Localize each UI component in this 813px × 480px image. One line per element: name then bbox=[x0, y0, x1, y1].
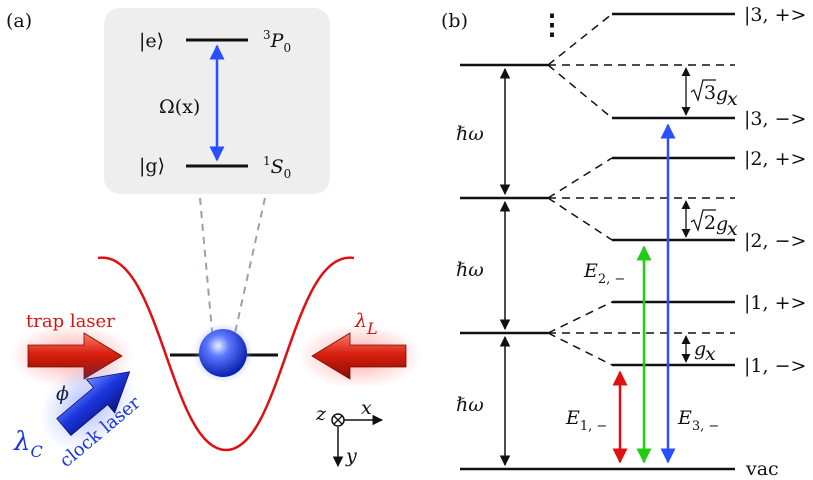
zoom-line-left bbox=[199, 197, 214, 343]
continuation-dots: ⋮ bbox=[538, 8, 566, 41]
lambda-c-label: λC bbox=[13, 427, 43, 461]
level-label-1-minus: |1, −> bbox=[744, 355, 806, 377]
hbar-omega-mid: ℏω bbox=[456, 259, 484, 281]
panel-b-label: (b) bbox=[441, 10, 468, 32]
level-label-3-plus: |3, +> bbox=[744, 4, 806, 26]
energy-label-e1: E1, − bbox=[565, 407, 607, 434]
level-label-2-plus: |2, +> bbox=[744, 148, 806, 170]
svg-text:3: 3 bbox=[704, 82, 716, 104]
axis-z-cross bbox=[333, 415, 343, 425]
rabi-label: Ω(x) bbox=[159, 96, 200, 118]
svg-text:x: x bbox=[705, 343, 716, 365]
svg-text:2: 2 bbox=[704, 212, 716, 234]
split-label-2: 2 g x bbox=[690, 209, 738, 240]
split-dash-3-down bbox=[547, 64, 613, 119]
atom bbox=[199, 329, 247, 377]
lambda-l-label: λL bbox=[354, 310, 378, 338]
split-dash-1-down bbox=[547, 332, 613, 366]
state-3p0: 3P0 bbox=[263, 28, 291, 55]
panel-a-label: (a) bbox=[6, 10, 32, 32]
split-dash-2-down bbox=[547, 197, 613, 241]
svg-text:x: x bbox=[727, 218, 738, 240]
level-label-2-minus: |2, −> bbox=[744, 230, 806, 252]
state-1s0: 1S0 bbox=[263, 154, 291, 181]
clock-laser-arrow bbox=[56, 371, 131, 436]
level-label-1-plus: |1, +> bbox=[744, 292, 806, 314]
hbar-omega-bottom: ℏω bbox=[456, 394, 484, 416]
axis-x-label: x bbox=[361, 397, 372, 419]
split-dash-2-up bbox=[547, 157, 613, 199]
axis-z-label: z bbox=[315, 403, 327, 425]
split-dash-1-up bbox=[547, 301, 613, 334]
split-label-3: 3 g x bbox=[690, 79, 738, 110]
ket-e: |e⟩ bbox=[139, 30, 164, 52]
svg-text:x: x bbox=[727, 88, 738, 110]
svg-text:g: g bbox=[694, 338, 706, 360]
energy-label-e3: E3, − bbox=[677, 407, 719, 434]
hbar-omega-top: ℏω bbox=[456, 123, 484, 145]
vac-label: vac bbox=[745, 458, 779, 480]
axis-y-label: y bbox=[345, 445, 357, 467]
svg-text:g: g bbox=[716, 213, 728, 235]
energy-label-e2: E2, − bbox=[583, 260, 625, 287]
level-label-3-minus: |3, −> bbox=[744, 108, 806, 130]
svg-text:g: g bbox=[716, 83, 728, 105]
zoom-line-right bbox=[232, 197, 266, 343]
trap-laser-label: trap laser bbox=[26, 311, 115, 332]
trap-laser-arrow-right bbox=[311, 332, 407, 380]
trap-potential bbox=[97, 256, 355, 452]
ket-g: |g⟩ bbox=[139, 155, 165, 177]
split-label-1: g x bbox=[694, 338, 716, 365]
